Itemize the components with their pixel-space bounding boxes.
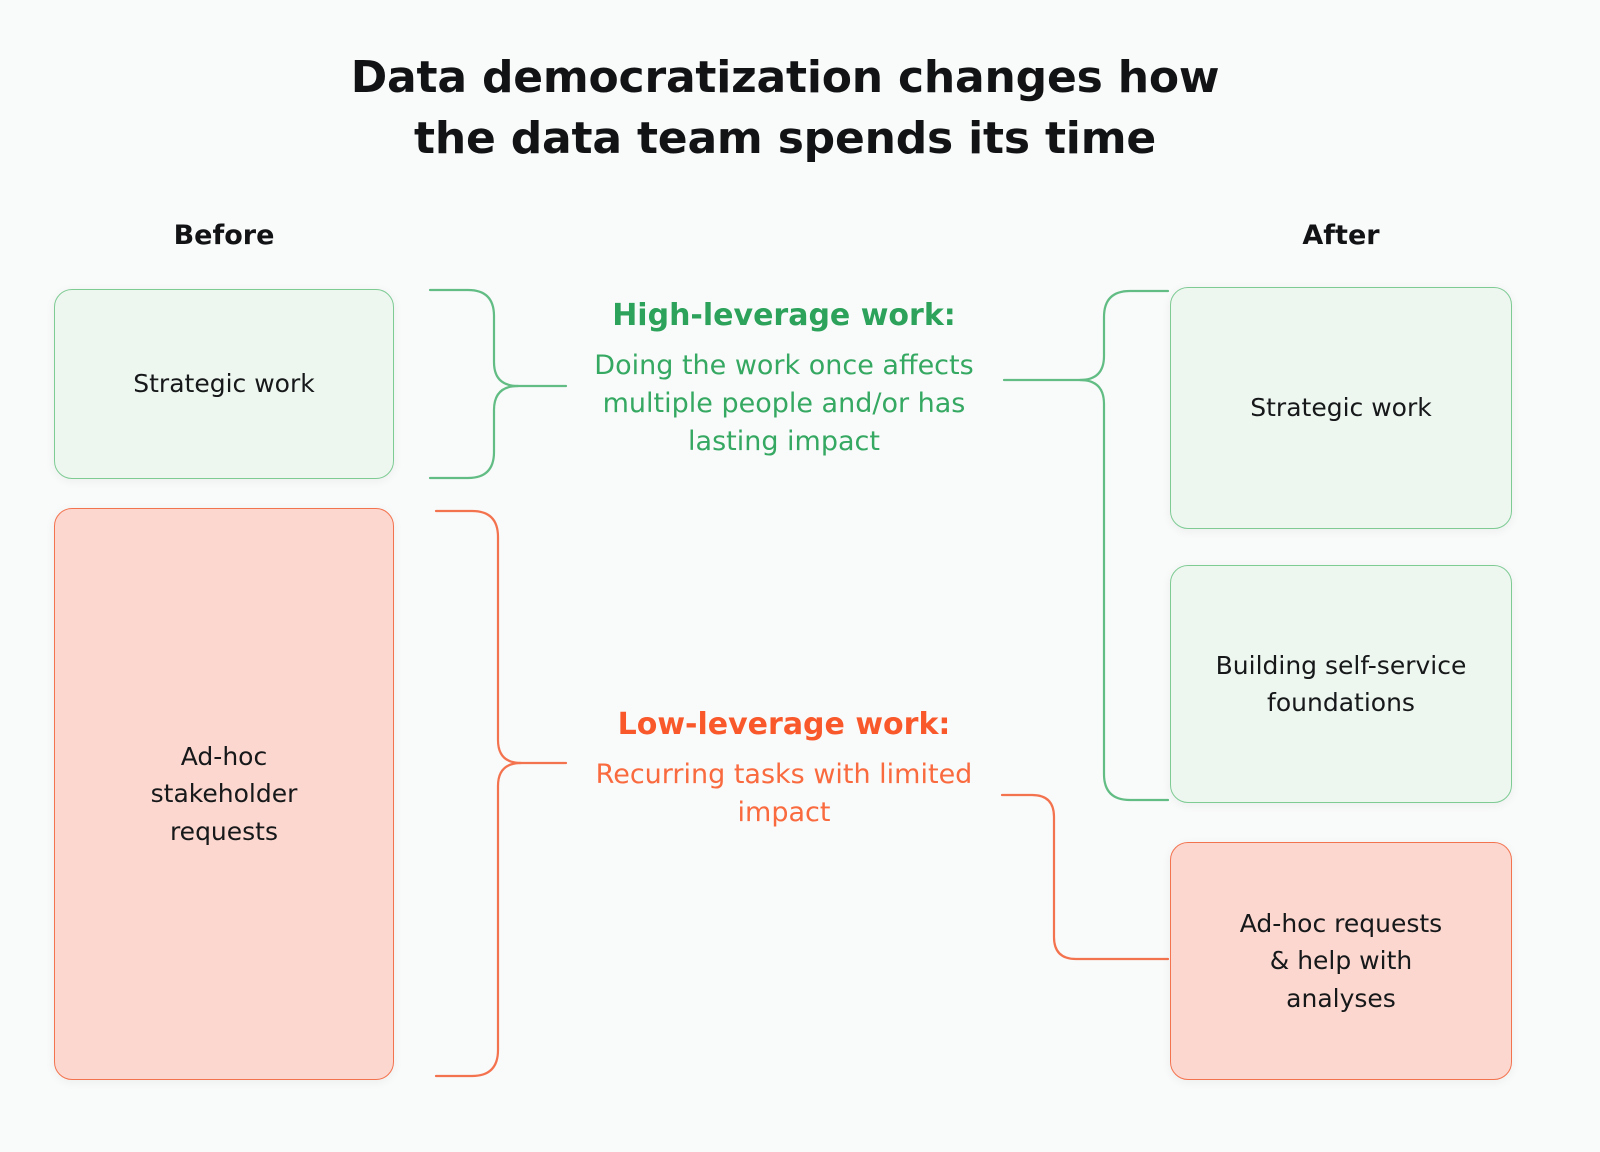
title-line-2: the data team spends its time xyxy=(414,112,1156,164)
high-leverage-description: Doing the work once affects multiple peo… xyxy=(594,349,974,458)
title-line-1: Data democratization changes how xyxy=(350,52,1220,103)
annotation-high-leverage: High-leverage work: Doing the work once … xyxy=(556,297,1012,461)
column-heading-before: Before xyxy=(173,220,275,251)
low-leverage-kicker: Low-leverage work: xyxy=(617,707,951,742)
bracket-left-red xyxy=(434,509,523,1078)
before-box-strategic-work-label: Strategic work xyxy=(133,369,315,399)
connector-right-red-elbow xyxy=(1000,793,1170,961)
low-leverage-description: Recurring tasks with limited impact xyxy=(595,758,973,828)
bracket-left-green xyxy=(428,288,520,480)
bracket-right-green xyxy=(1078,289,1170,802)
annotation-low-leverage: Low-leverage work: Recurring tasks with … xyxy=(556,706,1012,832)
after-box-strategic-work-label: Strategic work xyxy=(1250,393,1432,423)
before-box-strategic-work[interactable]: Strategic work xyxy=(54,289,394,479)
after-box-strategic-work[interactable]: Strategic work xyxy=(1170,287,1512,529)
high-leverage-kicker: High-leverage work: xyxy=(612,298,956,333)
page-title: Data democratization changes how the dat… xyxy=(0,48,1570,169)
column-heading-after: After xyxy=(1302,220,1380,251)
